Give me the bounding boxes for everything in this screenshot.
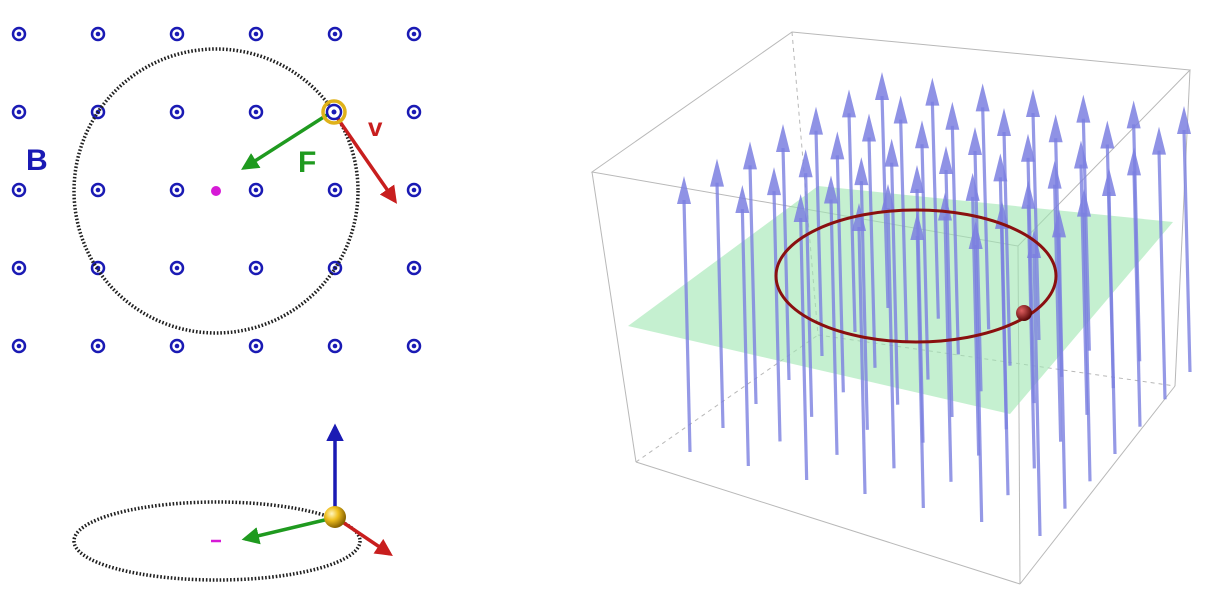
orbit-plane (628, 186, 1173, 414)
field-out-of-page-icon (248, 26, 264, 42)
field-out-of-page-icon (248, 260, 264, 276)
field-vector-arrow (862, 113, 877, 368)
field-out-of-page-icon (406, 26, 422, 42)
perspective-force-arrow (241, 516, 334, 545)
field-vector-arrow (842, 89, 857, 333)
field-out-of-page-icon (327, 182, 343, 198)
field-vector-arrow (1052, 209, 1067, 509)
trajectory-particle (1016, 305, 1032, 321)
field-vector-arrow (968, 221, 984, 523)
field-vector-arrow (938, 192, 953, 482)
perspective-velocity-arrow (337, 517, 393, 556)
field-out-of-page-icon (248, 182, 264, 198)
field-out-of-page-icon (406, 104, 422, 120)
field-out-of-page-icon (90, 338, 106, 354)
field-out-of-page-icon (90, 26, 106, 42)
field-vector-arrow (824, 175, 839, 455)
field-vector-arrow (1177, 106, 1192, 373)
field-vector-arrow (881, 184, 896, 469)
field-out-of-page-icon (327, 338, 343, 354)
field-out-of-page-icon (90, 260, 106, 276)
field-vector-arrow (893, 95, 909, 344)
charged-particle (321, 99, 347, 125)
field-vector-arrow (1127, 147, 1142, 427)
orbit-center-dot (211, 186, 221, 196)
field-vector-arrow (767, 167, 782, 442)
field-out-of-page-icon (248, 104, 264, 120)
field-vector-arrow (793, 194, 809, 481)
force-label: F (298, 146, 316, 179)
field-out-of-page-icon (169, 26, 185, 42)
velocity-vector (334, 115, 397, 204)
field-vector-arrow (1077, 188, 1092, 482)
perspective-orbit (72, 500, 362, 582)
field-label: B (26, 144, 48, 177)
field-vector-arrow (1027, 230, 1042, 537)
field-out-of-page-icon (11, 260, 27, 276)
velocity-label: v (368, 112, 383, 142)
field-vector-arrow (1026, 89, 1041, 341)
magnetic-field-grid (11, 26, 422, 354)
field-vector-arrow (910, 212, 925, 509)
field-out-of-page-icon (248, 338, 264, 354)
field-vector-arrow (945, 101, 960, 355)
field-out-of-page-icon (169, 338, 185, 354)
field-out-of-page-icon (406, 338, 422, 354)
field-out-of-page-icon (11, 26, 27, 42)
field-out-of-page-icon (90, 182, 106, 198)
field-vector-arrow (798, 149, 814, 417)
field-vector-arrow (735, 185, 750, 467)
field-out-of-page-icon (327, 26, 343, 42)
field-vector-array (677, 72, 1192, 537)
field-out-of-page-icon (406, 260, 422, 276)
perspective-charged-particle (324, 506, 346, 528)
field-vector-arrow (743, 141, 758, 405)
trajectory-circle (774, 208, 1058, 344)
field-vector-arrow (710, 158, 725, 429)
field-out-of-page-icon (11, 182, 27, 198)
field-out-of-page-icon (169, 104, 185, 120)
field-out-of-page-icon (169, 260, 185, 276)
field-out-of-page-icon (11, 104, 27, 120)
force-vector (241, 111, 331, 170)
circular-orbit (72, 47, 360, 335)
field-out-of-page-icon (406, 182, 422, 198)
field-out-of-page-icon (11, 338, 27, 354)
field-vector-arrow (830, 131, 845, 393)
field-vector-arrow (1102, 168, 1117, 455)
field-vector-arrow (1152, 126, 1167, 400)
field-vector-arrow (677, 176, 692, 453)
field-out-of-page-icon (169, 182, 185, 198)
field-vector-arrow (776, 124, 791, 381)
field-vector-arrow (809, 106, 824, 357)
